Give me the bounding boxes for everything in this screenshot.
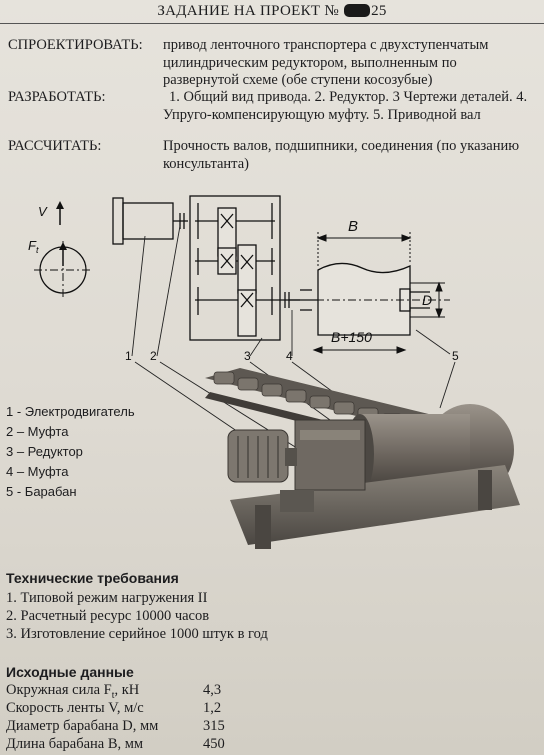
legend-item: 4 – Муфта: [6, 464, 69, 479]
dimension-b: [316, 232, 412, 268]
component-legend: 1 - Электродвигатель 2 – Муфта 3 – Редук…: [6, 402, 135, 502]
label-develop: РАЗРАБОТАТЬ:: [8, 89, 106, 105]
param-value: 450: [203, 736, 225, 752]
v-label: V: [38, 204, 48, 219]
callout-5: 5: [452, 349, 459, 363]
drum-circle: [34, 241, 92, 299]
callout-2: 2: [150, 349, 157, 363]
callout-1: 1: [125, 349, 132, 363]
text-calculate: Прочность валов, подшипники, соединения …: [163, 138, 520, 172]
header-divider: [0, 23, 544, 24]
text-develop: 1. Общий вид привода. 2. Редуктор. 3 Чер…: [163, 89, 528, 123]
text-design: привод ленточного транспортера с двухсту…: [163, 37, 489, 88]
param-name: Длина барабана B, мм: [6, 736, 144, 752]
param-value: 4,3: [203, 682, 222, 698]
drive-scheme-diagram: V Ft: [28, 195, 520, 549]
legend-item: 2 – Муфта: [6, 424, 69, 439]
callout-3: 3: [244, 349, 251, 363]
requirement-item: 1. Типовой режим нагружения II: [6, 590, 208, 606]
page-title: ЗАДАНИЕ НА ПРОЕКТ № 25: [157, 3, 387, 19]
requirement-item: 2. Расчетный ресурс 10000 часов: [6, 608, 210, 624]
param-name: Скорость ленты V, м/с: [6, 700, 144, 716]
param-name: Окружная сила Ft, кН: [6, 682, 140, 701]
force-arrow: Ft: [28, 238, 67, 266]
redacted-number: [344, 4, 371, 17]
b-label: B: [348, 218, 358, 235]
param-value: 315: [203, 718, 225, 734]
dimension-d: [410, 281, 445, 319]
legend-item: 1 - Электродвигатель: [6, 404, 135, 419]
d-label: D: [422, 292, 432, 308]
motor-symbol: [112, 197, 188, 245]
b150-label: B+150: [331, 329, 372, 345]
velocity-arrow: V: [38, 201, 64, 225]
legend-item: 3 – Редуктор: [6, 444, 83, 459]
drum-symbol: [300, 262, 450, 336]
requirement-item: 3. Изготовление серийное 1000 штук в год: [6, 626, 268, 642]
requirements-title: Технические требования: [6, 570, 179, 586]
input-data-title: Исходные данные: [6, 664, 134, 680]
param-name: Диаметр барабана D, мм: [6, 718, 159, 734]
label-design: СПРОЕКТИРОВАТЬ:: [8, 37, 143, 53]
legend-item: 5 - Барабан: [6, 484, 77, 499]
callout-4: 4: [286, 349, 293, 363]
conveyor-photo: [205, 368, 520, 549]
label-calculate: РАССЧИТАТЬ:: [8, 138, 102, 154]
dimension-b150: [312, 346, 407, 354]
param-value: 1,2: [203, 700, 222, 716]
gearbox-symbol: [189, 195, 300, 341]
svg-text:Ft: Ft: [28, 238, 39, 255]
